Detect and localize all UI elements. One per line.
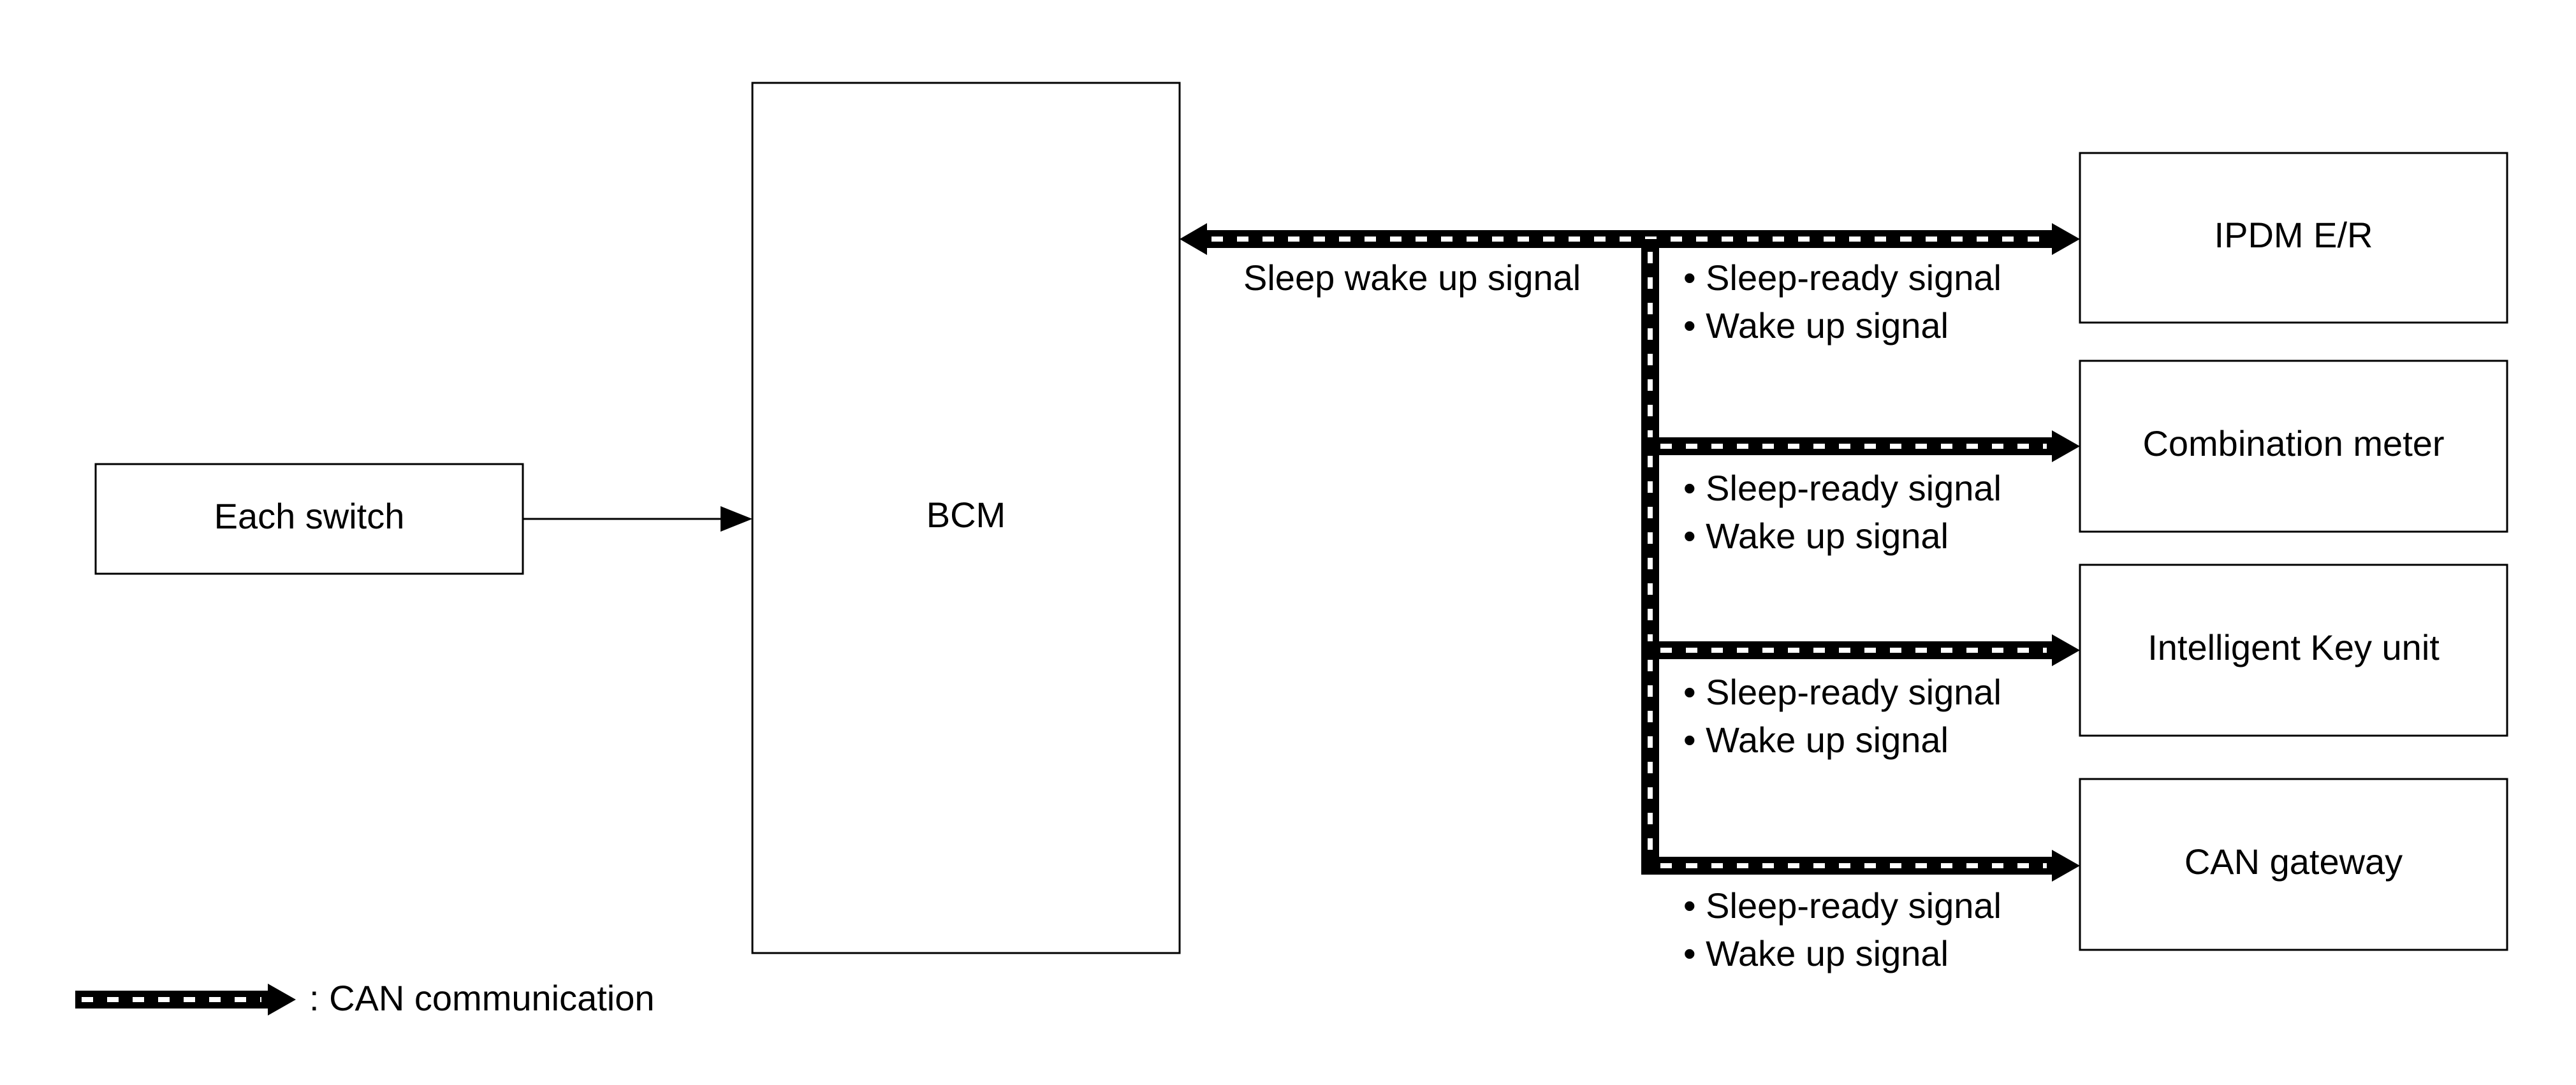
bcm-node: BCM bbox=[751, 82, 1181, 954]
key-signal-sleep-ready: • Sleep-ready signal bbox=[1683, 672, 2002, 712]
legend: : CAN communication bbox=[75, 978, 655, 1018]
gateway-signal-sleep-ready: • Sleep-ready signal bbox=[1683, 885, 2002, 926]
legend-can-arrowhead bbox=[268, 984, 296, 1016]
gateway-signal-wake-up: • Wake up signal bbox=[1683, 933, 1949, 973]
legend-can-communication-label: : CAN communication bbox=[309, 978, 655, 1018]
combination-meter-node: Combination meter bbox=[2079, 360, 2508, 533]
intelligent-key-label: Intelligent Key unit bbox=[2148, 627, 2440, 667]
intelligent-key-box bbox=[2079, 564, 2508, 737]
can-gateway-box bbox=[2079, 778, 2508, 951]
meter-signal-sleep-ready: • Sleep-ready signal bbox=[1683, 468, 2002, 508]
bcm-can-arrowhead bbox=[1180, 223, 1207, 255]
can-bus bbox=[1180, 223, 2080, 882]
bcm-box bbox=[751, 82, 1181, 954]
bcm-label: BCM bbox=[926, 495, 1006, 535]
combination-meter-label: Combination meter bbox=[2142, 423, 2444, 463]
switch-to-bcm-arrow bbox=[523, 506, 752, 532]
ipdm-signal-wake-up: • Wake up signal bbox=[1683, 305, 1949, 346]
sleep-wake-up-signal-label: Sleep wake up signal bbox=[1243, 258, 1581, 298]
ipdm-box bbox=[2079, 152, 2508, 324]
ipdm-node: IPDM E/R bbox=[2079, 152, 2508, 324]
ipdm-label: IPDM E/R bbox=[2214, 215, 2373, 255]
each-switch-node: Each switch bbox=[94, 463, 524, 575]
ipdm-can-arrowhead bbox=[2052, 223, 2080, 255]
key-signal-wake-up: • Wake up signal bbox=[1683, 720, 1949, 760]
each-switch-label: Each switch bbox=[214, 496, 405, 536]
ipdm-signal-sleep-ready: • Sleep-ready signal bbox=[1683, 258, 2002, 298]
intelligent-key-node: Intelligent Key unit bbox=[2079, 564, 2508, 737]
combination-meter-box bbox=[2079, 360, 2508, 533]
gateway-can-arrowhead bbox=[2052, 850, 2080, 882]
can-gateway-label: CAN gateway bbox=[2184, 841, 2403, 882]
can-gateway-node: CAN gateway bbox=[2079, 778, 2508, 951]
meter-can-arrowhead bbox=[2052, 430, 2080, 462]
meter-signal-wake-up: • Wake up signal bbox=[1683, 516, 1949, 556]
key-can-arrowhead bbox=[2052, 634, 2080, 666]
each-switch-box bbox=[94, 463, 524, 575]
